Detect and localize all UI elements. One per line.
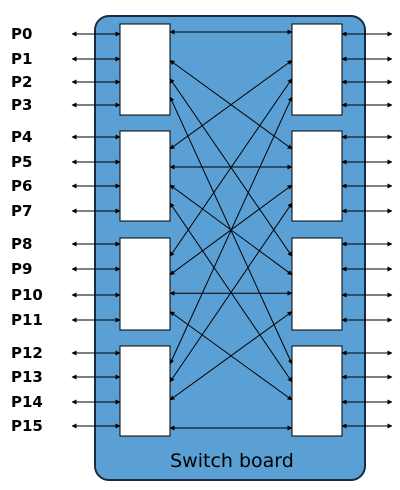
left-switch-box [119,237,171,331]
port-label: P12 [11,344,43,362]
port-label: P6 [11,177,32,195]
right-switch-box [291,23,343,116]
right-switch-box [291,130,343,222]
port-label: P7 [11,202,32,220]
right-switch-box [291,345,343,437]
port-label: P3 [11,96,32,114]
port-label: P11 [11,311,43,329]
port-label: P0 [11,25,32,43]
port-label: P15 [11,417,43,435]
port-label: P9 [11,260,32,278]
port-arrows [71,31,393,429]
switch-boxes [119,23,343,437]
right-switch-box [291,237,343,331]
left-switch-box [119,23,171,116]
left-switch-box [119,345,171,437]
connection-lines [169,29,293,431]
port-label: P10 [11,286,43,304]
port-label: P2 [11,73,32,91]
port-label: P8 [11,235,32,253]
connection-line [169,311,293,401]
port-label: P1 [11,50,32,68]
port-label: P14 [11,393,43,411]
port-label: P13 [11,368,43,386]
left-switch-box [119,130,171,222]
port-label: P5 [11,153,32,171]
port-label: P4 [11,128,32,146]
switch-board-label: Switch board [170,450,294,472]
